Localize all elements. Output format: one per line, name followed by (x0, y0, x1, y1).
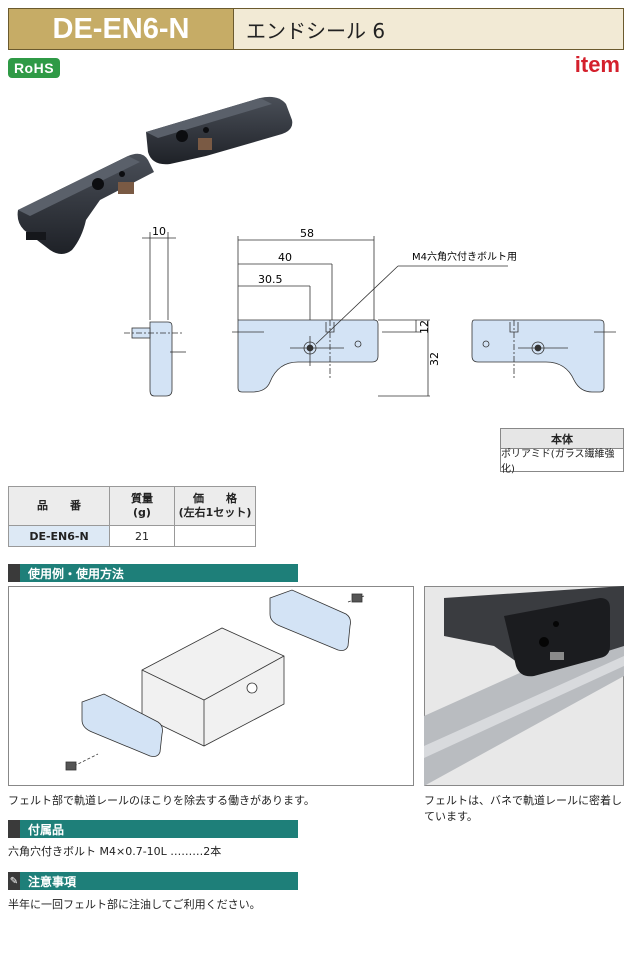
product-name: エンドシール 6 (234, 9, 623, 49)
pen-icon: ✎ (8, 872, 20, 890)
dim-32: 32 (428, 352, 441, 366)
section-caution: ✎注意事項 (8, 872, 298, 890)
dim-40: 40 (278, 251, 292, 264)
usage-caption-left: フェルト部で軌道レールのほこりを除去する働きがあります。 (8, 794, 315, 807)
product-photo (17, 96, 293, 254)
dimension-drawing: 10 58 40 30.5 12 32 M4六角穴付きボルト用 (124, 225, 616, 397)
dim-58: 58 (300, 227, 314, 240)
usage-diagram (8, 586, 414, 786)
row-code: DE-EN6-N (8, 525, 110, 547)
material-header: 本体 (501, 429, 623, 449)
material-value: ポリアミド(ガラス繊維強化) (501, 449, 615, 475)
material-box: 本体 ポリアミド(ガラス繊維強化) (500, 428, 624, 475)
dim-30-5: 30.5 (258, 273, 283, 286)
col-code: 品 番 (8, 486, 110, 526)
spec-table: 品 番 質量(g) 価 格(左右1セット) DE-EN6-N 21 (8, 486, 256, 547)
rohs-badge: RoHS (8, 58, 60, 78)
bolt-note: M4六角穴付きボルト用 (412, 250, 517, 263)
usage-photo (424, 586, 624, 786)
usage-caption-right: フェルトは、バネで軌道レールに密着し ています。 (424, 794, 622, 823)
row-price (174, 525, 256, 547)
col-mass: 質量(g) (109, 486, 175, 526)
section-accessories: 付属品 (8, 820, 298, 838)
caution-text: 半年に一回フェルト部に注油してご利用ください。 (8, 898, 261, 911)
table-row: DE-EN6-N 21 (8, 525, 256, 547)
dim-10: 10 (152, 225, 166, 238)
product-code: DE-EN6-N (9, 9, 234, 49)
row-mass: 21 (109, 525, 175, 547)
title-bar: DE-EN6-N エンドシール 6 (8, 8, 624, 50)
section-usage: 使用例・使用方法 (8, 564, 298, 582)
brand-logo: item (574, 52, 620, 77)
accessories-text: 六角穴付きボルト M4×0.7-10L ………2本 (8, 845, 222, 858)
dim-12: 12 (418, 320, 431, 334)
col-price: 価 格(左右1セット) (174, 486, 256, 526)
